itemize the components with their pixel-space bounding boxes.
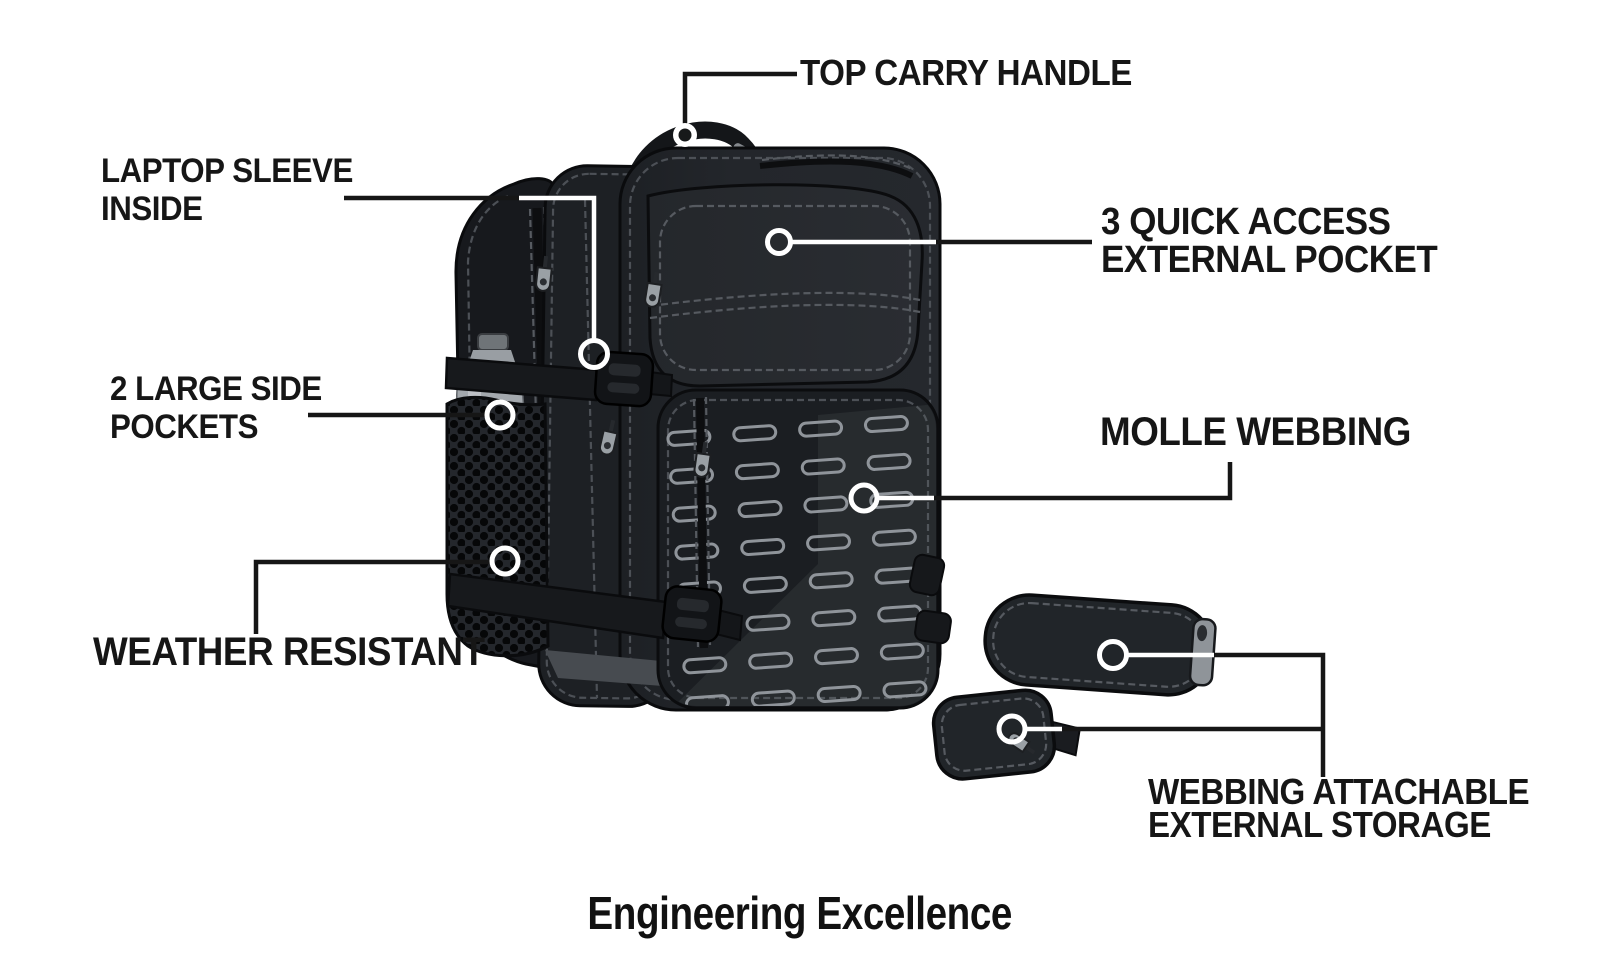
callout-label-molle: MOLLE WEBBING [1100, 410, 1411, 454]
main-zip-stitch [649, 303, 921, 320]
main-zip-stitch [649, 291, 921, 308]
callout-label-external-storage: WEBBING ATTACHABLE EXTERNAL STORAGE [1148, 771, 1530, 845]
callout-label-weather: WEATHER RESISTANT [93, 630, 485, 674]
page-title: Engineering Excellence [587, 887, 1013, 939]
top-zipper-channel [759, 158, 914, 179]
callout-ring-laptop-sleeve [578, 338, 610, 370]
callout-label-side-pockets: 2 LARGE SIDE POCKETS [110, 370, 322, 446]
callout-ring-pouch-large [1097, 639, 1129, 671]
callout-label-top-carry-handle: TOP CARRY HANDLE [800, 52, 1132, 93]
mid-panel-seam [583, 199, 599, 699]
accessory-pouch-large [983, 593, 1217, 697]
callouts [253, 71, 1326, 777]
callout-ring-side-pockets [484, 399, 516, 431]
strap-buckle [593, 349, 655, 409]
quick-access-pocket [646, 183, 924, 388]
callout-ring-weather [489, 545, 521, 577]
page-title-wrap: Engineering Excellence [0, 886, 1600, 940]
callout-label-laptop-sleeve: LAPTOP SLEEVE INSIDE [101, 152, 353, 228]
accessory-pouch-small [931, 688, 1081, 781]
callout-ring-quick-access [765, 228, 793, 256]
compression-strap-lower [446, 572, 744, 645]
molle-webbing-grid [666, 415, 928, 706]
callout-dot-top-carry-handle [678, 128, 692, 142]
callout-label-quick-access: 3 QUICK ACCESS EXTERNAL POCKET [1101, 201, 1438, 281]
callout-line-weather [253, 559, 492, 634]
callout-line-laptop-sleeve-inner [519, 195, 597, 341]
front-zipper-stitch [692, 398, 700, 648]
compression-strap-upper [444, 349, 674, 409]
front-zipper-stitch [704, 396, 712, 646]
backpack [444, 121, 952, 712]
side-strap-tab [914, 609, 952, 645]
callout-line-molle [934, 462, 1233, 501]
callout-line-top-carry-handle [682, 71, 797, 124]
strap-buckle [660, 583, 724, 645]
top-zipper-stitch [761, 154, 915, 171]
molle-panel-sheen [672, 404, 936, 706]
side-strap-tab [908, 553, 946, 597]
callout-line-pouch-large [1214, 652, 1326, 777]
molle-panel-stitching [666, 398, 930, 700]
